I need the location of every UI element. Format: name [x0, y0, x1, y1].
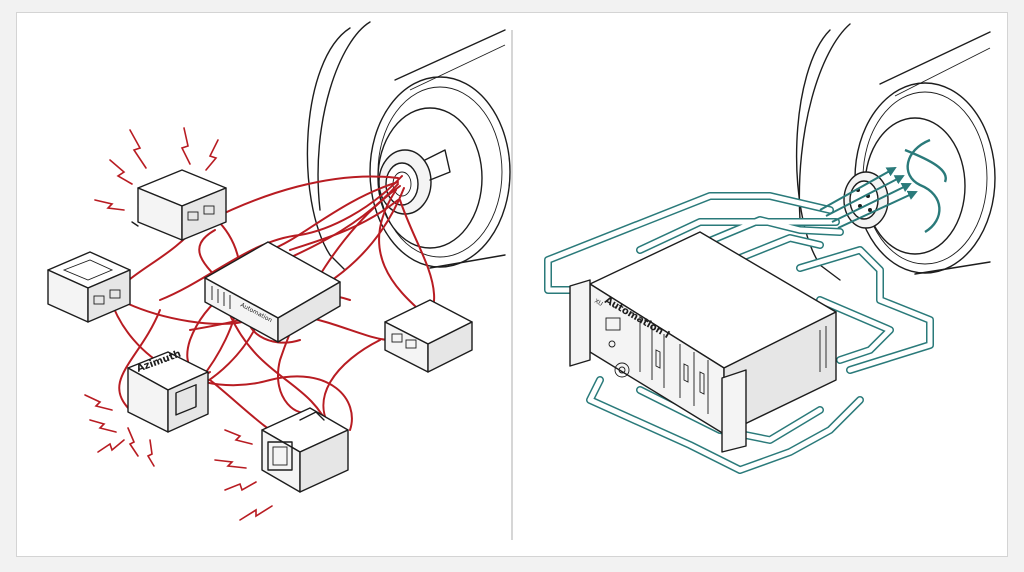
right-panel: Automation I XU: [544, 23, 996, 474]
arrow-icon: [819, 167, 918, 229]
automation-hub: Automation: [204, 241, 341, 343]
left-panel: Automation Azimuth: [47, 21, 511, 521]
sine-wave-icon: [906, 138, 941, 234]
sensor-box-bottom: [261, 407, 349, 493]
motor-right: [795, 23, 996, 281]
signal-cables: [544, 192, 934, 474]
sensor-box-left: [47, 251, 131, 323]
sensor-box-right: [384, 299, 473, 373]
lightning-bolt-icon: [84, 127, 273, 521]
azimuth-module: Azimuth: [127, 349, 209, 433]
controller-tag: XU: [593, 298, 604, 308]
automation-controller: Automation I XU: [569, 231, 837, 453]
sensor-box-top-left: [131, 169, 227, 241]
